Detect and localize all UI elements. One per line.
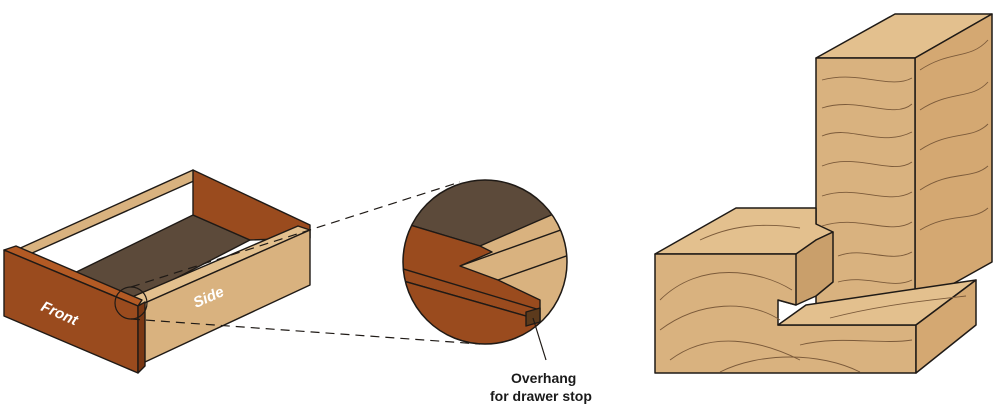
detail-drawer-bottom [403, 180, 567, 247]
detail-side-line [459, 225, 567, 267]
caption-drawer-stop: for drawer stop [490, 388, 592, 404]
detail-circle-frame [402, 179, 568, 345]
detail-stop-notch [525, 307, 541, 327]
wood-grain [659, 39, 989, 373]
detail-front-seam [403, 267, 541, 311]
leader-line-top [130, 181, 461, 288]
drawer-right-inner [192, 169, 311, 241]
caption-overhang: Overhang [511, 370, 576, 386]
detail-side-line-2 [497, 253, 567, 281]
leader-line-bottom [130, 318, 481, 345]
rabbet-joint-block [654, 13, 993, 374]
joint-detail-magnified [402, 179, 568, 345]
lower-ledge-side [915, 279, 977, 374]
caption-leader [532, 317, 547, 361]
drawer [3, 169, 311, 374]
vertical-board-side [914, 13, 993, 306]
